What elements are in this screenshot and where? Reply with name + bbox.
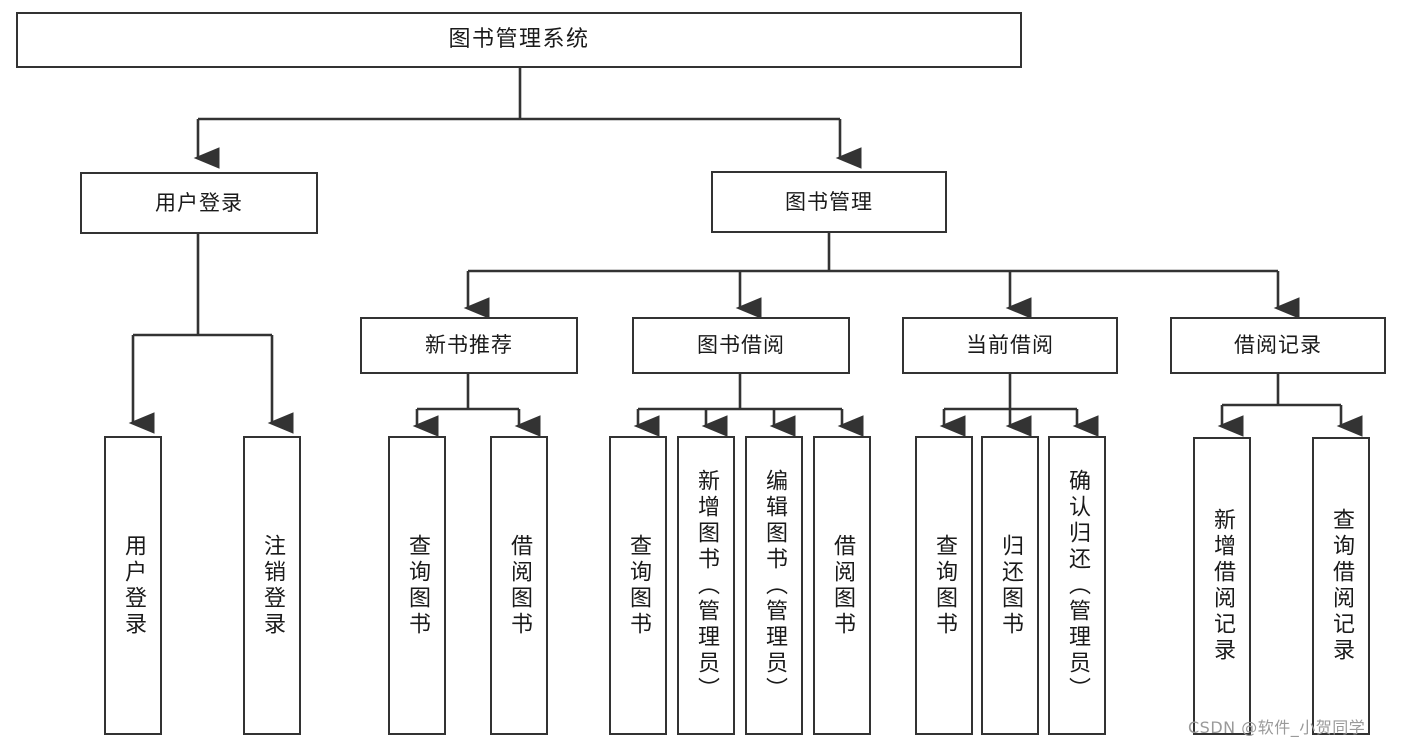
node-label: 查询图书 [932, 533, 957, 638]
node-leaf-add-book[interactable]: 新增图书（管理员） [677, 436, 735, 735]
node-new-book-recommend[interactable]: 新书推荐 [360, 317, 578, 374]
node-book-borrow[interactable]: 图书借阅 [632, 317, 850, 374]
node-leaf-borrow-book-recommend[interactable]: 借阅图书 [490, 436, 548, 735]
node-current-borrow[interactable]: 当前借阅 [902, 317, 1118, 374]
node-label: 编辑图书（管理员） [762, 468, 787, 703]
node-leaf-query-book-recommend[interactable]: 查询图书 [388, 436, 446, 735]
node-label: 归还图书 [998, 533, 1023, 638]
node-label: 查询图书 [405, 533, 430, 638]
node-borrow-record[interactable]: 借阅记录 [1170, 317, 1386, 374]
node-label: 借阅记录 [1234, 333, 1322, 358]
node-user-login[interactable]: 用户登录 [80, 172, 318, 234]
node-label: 查询图书 [626, 533, 651, 638]
node-root-book-management-system[interactable]: 图书管理系统 [16, 12, 1022, 68]
node-leaf-return-book[interactable]: 归还图书 [981, 436, 1039, 735]
node-label: 借阅图书 [830, 533, 855, 638]
node-label: 新书推荐 [425, 333, 513, 358]
node-book-manage[interactable]: 图书管理 [711, 171, 947, 233]
node-leaf-query-borrow-record[interactable]: 查询借阅记录 [1312, 437, 1370, 735]
node-leaf-query-book-borrow[interactable]: 查询图书 [609, 436, 667, 735]
node-leaf-user-login[interactable]: 用户登录 [104, 436, 162, 735]
node-leaf-logout-login[interactable]: 注销登录 [243, 436, 301, 735]
node-label: 查询借阅记录 [1329, 508, 1354, 664]
node-label: 用户登录 [121, 533, 146, 638]
node-leaf-edit-book[interactable]: 编辑图书（管理员） [745, 436, 803, 735]
node-label: 图书借阅 [697, 333, 785, 358]
node-leaf-confirm-return[interactable]: 确认归还（管理员） [1048, 436, 1106, 735]
node-leaf-query-book-current[interactable]: 查询图书 [915, 436, 973, 735]
node-label: 图书管理系统 [448, 27, 590, 53]
node-label: 新增借阅记录 [1210, 508, 1235, 664]
node-label: 当前借阅 [966, 333, 1054, 358]
node-label: 借阅图书 [507, 533, 532, 638]
node-leaf-borrow-book[interactable]: 借阅图书 [813, 436, 871, 735]
node-label: 用户登录 [155, 190, 243, 215]
node-label: 确认归还（管理员） [1065, 468, 1090, 703]
node-label: 新增图书（管理员） [694, 468, 719, 703]
node-label: 注销登录 [260, 533, 285, 638]
node-leaf-add-borrow-record[interactable]: 新增借阅记录 [1193, 437, 1251, 735]
node-label: 图书管理 [785, 189, 873, 214]
